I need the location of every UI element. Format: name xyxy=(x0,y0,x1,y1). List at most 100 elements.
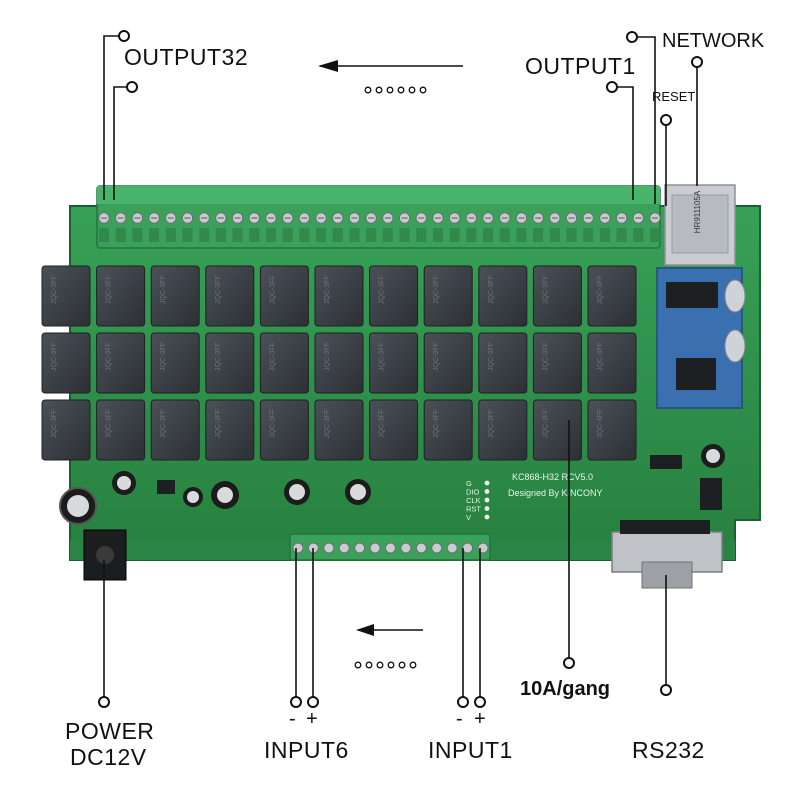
callout-dot xyxy=(98,696,110,708)
callout-dot xyxy=(307,696,319,708)
input1-label: INPUT1 xyxy=(428,737,513,763)
input-terminal-screw xyxy=(446,542,458,554)
input-terminal-screw xyxy=(462,542,474,554)
callout-line xyxy=(103,35,124,200)
output-terminal-slot xyxy=(616,228,627,242)
ethernet-port: HR911105A xyxy=(664,184,736,266)
relay-marking: JQC-3FF xyxy=(215,275,222,304)
callout-line xyxy=(113,86,132,200)
relay xyxy=(259,332,309,394)
pin-label: RST xyxy=(466,505,481,514)
capacitor-group xyxy=(59,444,725,525)
output-terminal-slot xyxy=(466,228,477,242)
model-text: KC868-H32 RCV5.0 xyxy=(512,472,593,482)
output-terminal-slot xyxy=(583,228,594,242)
ellipsis-bottom xyxy=(354,661,417,669)
relay-marking: JQC-3FF xyxy=(379,409,386,438)
input6-label: INPUT6 xyxy=(264,737,349,763)
ellipsis-dot xyxy=(387,661,395,669)
relay-marking: JQC-3FF xyxy=(269,275,276,304)
relay xyxy=(150,332,200,394)
relay-marking: JQC-3FF xyxy=(324,342,331,371)
ellipsis-dot xyxy=(398,661,406,669)
relay-marking: JQC-3FF xyxy=(269,409,276,438)
relay-marking: JQC-3FF xyxy=(215,342,222,371)
reset-label: RESET xyxy=(652,89,696,104)
direction-arrow-bottom xyxy=(356,624,423,636)
relay xyxy=(532,332,582,394)
pin-label: G xyxy=(466,479,472,488)
output-terminal-slot xyxy=(115,228,126,242)
ellipsis-dot xyxy=(408,86,416,94)
callout-dot xyxy=(660,114,672,126)
ellipsis-dot xyxy=(409,661,417,669)
input1-minus-label: - xyxy=(456,708,463,730)
output-terminal-slot xyxy=(349,228,360,242)
pin-label: DIO xyxy=(466,488,480,497)
relay xyxy=(41,332,91,394)
output-terminal-slot xyxy=(282,228,293,242)
callout-dot xyxy=(126,81,138,93)
relay-marking: JQC-3FF xyxy=(433,275,440,304)
relay-marking: JQC-3FF xyxy=(488,275,495,304)
pin-label: CLK xyxy=(466,496,481,505)
ellipsis-dot xyxy=(354,661,362,669)
rs232-connector xyxy=(611,520,723,589)
relay-marking: JQC-3FF xyxy=(597,275,604,304)
silkscreen: KC868-H32 RCV5.0 Designed By KINCONY GDI… xyxy=(466,472,603,522)
callout-dot xyxy=(626,31,638,43)
output-terminal-slot xyxy=(199,228,210,242)
callout-dot xyxy=(290,696,302,708)
input-terminal-screw xyxy=(415,542,427,554)
output1-label: OUTPUT1 xyxy=(525,53,636,79)
relay-marking: JQC-3FF xyxy=(597,409,604,438)
input1-plus-label: + xyxy=(474,708,486,730)
output-terminal-slot xyxy=(265,228,276,242)
relay xyxy=(41,399,91,461)
relay-marking: JQC-3FF xyxy=(433,342,440,371)
relay xyxy=(314,399,364,461)
relay xyxy=(587,399,637,461)
relay xyxy=(478,399,528,461)
callout-dot xyxy=(474,696,486,708)
output-terminal-slot xyxy=(182,228,193,242)
relay-marking: JQC-3FF xyxy=(597,342,604,371)
relay xyxy=(96,399,146,461)
rs232-label: RS232 xyxy=(632,737,705,763)
callout-dots xyxy=(98,30,703,708)
relay-marking: JQC-3FF xyxy=(324,409,331,438)
input-terminal-screw xyxy=(292,542,304,554)
ellipsis-dot xyxy=(397,86,405,94)
power-jack xyxy=(83,529,127,581)
output-terminal-slot xyxy=(399,228,410,242)
input-terminal-block xyxy=(289,533,491,561)
relay xyxy=(587,265,637,327)
input-terminal-screw xyxy=(323,542,335,554)
relay-marking: JQC-3FF xyxy=(160,275,167,304)
output-terminal-slot xyxy=(499,228,510,242)
output-terminal-slot xyxy=(366,228,377,242)
ellipsis-dot xyxy=(376,661,384,669)
output-terminal-slot xyxy=(249,228,260,242)
pin-label: V xyxy=(466,513,471,522)
relay xyxy=(478,265,528,327)
output-terminal-block xyxy=(96,185,661,249)
input-terminal-screw xyxy=(400,542,412,554)
output-terminal-slot xyxy=(149,228,160,242)
relay xyxy=(96,332,146,394)
output-terminal-slot xyxy=(432,228,443,242)
relay-marking: JQC-3FF xyxy=(542,342,549,371)
relay-marking: JQC-3FF xyxy=(51,409,58,438)
callout-dot xyxy=(606,81,618,93)
relay xyxy=(423,265,473,327)
relay-marking: JQC-3FF xyxy=(51,275,58,304)
ethernet-chip-text: HR911105A xyxy=(693,190,702,233)
input-terminal-screw xyxy=(385,542,396,554)
output-terminal-slot xyxy=(299,228,310,242)
output-terminal-slot xyxy=(549,228,560,242)
output32-label: OUTPUT32 xyxy=(124,44,249,70)
output-terminal-slot xyxy=(533,228,544,242)
output-terminal-slot xyxy=(483,228,494,242)
relay-marking: JQC-3FF xyxy=(542,409,549,438)
